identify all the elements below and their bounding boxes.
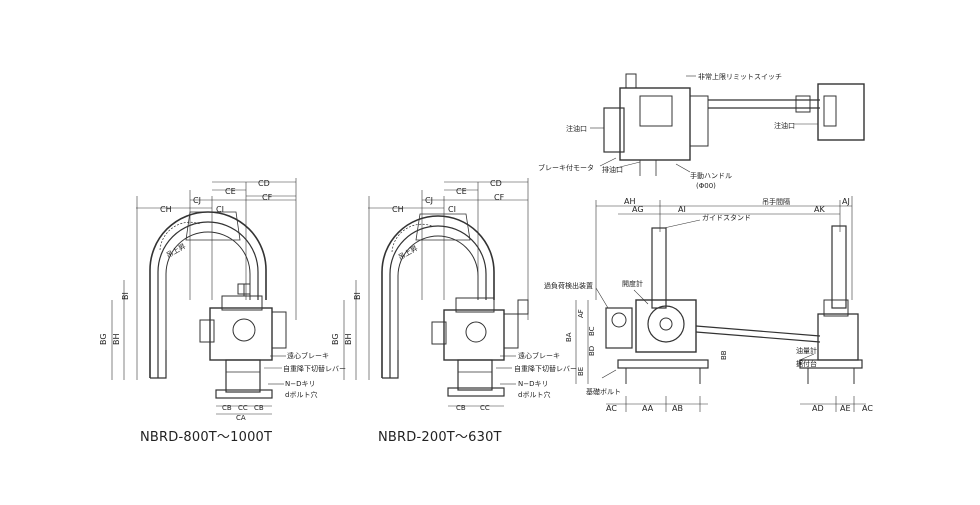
dim-af: AF: [577, 309, 585, 318]
dim-ab: AB: [672, 404, 683, 413]
dim-ad: AD: [812, 404, 824, 413]
label-brake-motor: ブレーキ付モータ: [538, 163, 594, 172]
middle-view-200t: CH CJ CE CD CI CF 吊上昇 BG BH BI CB CC 遠心ブ…: [331, 178, 577, 412]
dim-cc-left: CC: [238, 404, 248, 412]
dim-cc-mid: CC: [480, 404, 490, 412]
left-view-800t: CH CJ CE CD CI CF 吊上昇 BG BH BI: [99, 178, 346, 422]
label-oil-inlet: 注油口: [566, 124, 587, 133]
label-hand-handle-size: (Φ00): [696, 182, 716, 190]
label-lever-left: 自重降下切替レバー: [283, 364, 346, 373]
dim-cf: CF: [262, 193, 273, 202]
dim-bd: BD: [588, 346, 596, 356]
arc-label-left: 吊上昇: [165, 241, 188, 259]
label-lever-mid: 自重降下切替レバー: [514, 364, 577, 373]
dim-bi-mid: BI: [353, 292, 362, 300]
dim-bb: BB: [720, 350, 728, 360]
caption-nbrd-800t: NBRD-800T～1000T: [140, 430, 273, 445]
label-oil-inlet-2: 注油口: [774, 121, 795, 130]
dim-cj-mid: CJ: [425, 196, 433, 205]
label-brake-left: 遠心ブレーキ: [287, 351, 329, 360]
label-lift-interval: 吊手間隔: [762, 197, 790, 206]
dim-ah: AH: [624, 197, 636, 206]
dim-cf-mid: CF: [494, 193, 505, 202]
dim-ac-left: AC: [606, 404, 617, 413]
dim-aa: AA: [642, 404, 654, 413]
dim-ac-right: AC: [862, 404, 873, 413]
label-drain-valve: 油量計: [796, 346, 817, 355]
dim-ci-mid: CI: [448, 205, 456, 214]
dim-aj: AJ: [842, 197, 850, 206]
right-elevation-view: AH AG AI AK AJ 吊手間隔 ガイドスタンド BA AF: [544, 196, 873, 413]
dim-cb-mid: CB: [456, 404, 466, 412]
label-emergency-switch: 非常上限リミットスイッチ: [698, 72, 782, 81]
dim-ag: AG: [632, 205, 644, 214]
label-guide-stand: ガイドスタンド: [702, 213, 751, 222]
label-drain: 排油口: [602, 165, 623, 174]
dim-ba: BA: [565, 332, 573, 342]
dim-bc: BC: [588, 326, 596, 336]
dim-bh-left: BH: [112, 333, 121, 345]
dim-ce: CE: [225, 187, 236, 196]
label-brake-mid: 遠心ブレーキ: [518, 351, 560, 360]
top-plan-view: 非常上限リミットスイッチ 注油口 ブレーキ付モータ 排油口 手動ハンドル (Φ0…: [538, 72, 865, 190]
dim-ca-left: CA: [236, 414, 246, 422]
dim-cj: CJ: [193, 196, 201, 205]
label-base-plate: 据付台: [796, 359, 817, 368]
caption-nbrd-200t: NBRD-200T～630T: [378, 430, 502, 445]
dim-ai: AI: [678, 205, 686, 214]
label-anchor-bolt: 基礎ボルト: [586, 387, 621, 396]
dim-ce-mid: CE: [456, 187, 467, 196]
dim-bg-left: BG: [99, 333, 108, 345]
label-hand-handle: 手動ハンドル: [690, 171, 732, 180]
dim-be: BE: [577, 367, 585, 376]
label-opening-meter: 開度計: [622, 279, 643, 288]
label-overload-device: 過負荷検出装置: [544, 281, 593, 290]
dim-bi-left: BI: [121, 292, 130, 300]
label-bolt-mid: dボルト穴: [518, 390, 550, 399]
label-nd-mid: N−Dキリ: [518, 380, 549, 388]
dim-bg-mid: BG: [331, 333, 340, 345]
dim-cb2-left: CB: [254, 404, 264, 412]
dim-cd-mid: CD: [490, 179, 502, 188]
dim-ch: CH: [160, 205, 172, 214]
dim-ak: AK: [814, 205, 825, 214]
dim-bh-mid: BH: [344, 333, 353, 345]
dim-ci: CI: [216, 205, 224, 214]
dim-cd: CD: [258, 179, 270, 188]
dim-ae: AE: [840, 404, 851, 413]
label-bolt-left: dボルト穴: [285, 390, 317, 399]
dim-cb-left: CB: [222, 404, 232, 412]
arc-label-mid: 吊上昇: [397, 243, 420, 261]
dim-ch-mid: CH: [392, 205, 404, 214]
label-nd-left: N−Dキリ: [285, 380, 316, 388]
